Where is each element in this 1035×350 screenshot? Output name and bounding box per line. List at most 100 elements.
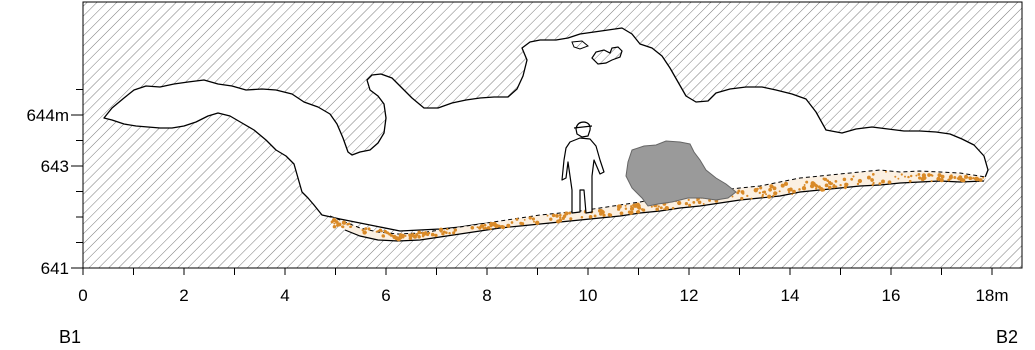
sediment-dot	[364, 231, 367, 234]
sediment-dot	[633, 203, 638, 207]
rock-pillar	[591, 46, 623, 65]
sediment-dot	[434, 233, 438, 238]
sediment-dot	[970, 177, 973, 180]
sediment-dot	[852, 175, 855, 178]
sediment-dot	[619, 211, 624, 216]
sediment-dot	[972, 177, 975, 179]
sediment-dot	[417, 230, 422, 235]
human-figure-scale-icon	[561, 121, 605, 214]
sediment-dot	[523, 218, 526, 221]
sediment-dot	[773, 191, 778, 196]
sediment-dot	[439, 229, 443, 233]
sediment-dot	[801, 186, 807, 191]
sediment-dot	[815, 184, 819, 188]
sediment-dot	[624, 204, 627, 207]
sediment-dot	[904, 175, 906, 178]
sediment-dot	[446, 227, 449, 231]
sediment-dot	[411, 232, 414, 236]
sediment-dot	[792, 189, 796, 194]
sediment-dot	[401, 233, 405, 238]
sediment-dot	[740, 196, 744, 201]
sediment-dot	[430, 232, 435, 237]
sediment-dot	[335, 220, 339, 224]
sediment-dot	[940, 174, 945, 179]
sediment-dot	[423, 231, 427, 235]
sediment-dot	[787, 191, 791, 194]
sediment-dot	[937, 173, 942, 178]
sediment-dot	[894, 175, 897, 178]
sediment-dot	[332, 224, 337, 229]
sediment-dot	[834, 180, 838, 183]
sediment-dot	[377, 229, 380, 232]
sediment-dot	[824, 183, 829, 188]
sediment-dot	[515, 217, 519, 221]
sediment-dot	[476, 226, 479, 229]
sediment-dot	[684, 201, 689, 206]
sediment-dot	[798, 188, 801, 191]
x-tick-label: 6	[381, 286, 390, 305]
x-tick-label: 12	[680, 286, 699, 305]
sediment-dot	[470, 226, 475, 230]
sediment-dot	[454, 228, 457, 231]
sediment-dot	[917, 172, 921, 176]
sediment-dot	[870, 178, 874, 182]
section-end-label: B2	[996, 327, 1018, 347]
sediment-dot	[746, 194, 749, 198]
sediment-dot	[333, 222, 336, 225]
sediment-dot	[783, 181, 789, 186]
sediment-dot	[844, 182, 849, 187]
sediment-dot	[820, 188, 825, 192]
sediment-dot	[659, 206, 663, 210]
sediment-dot	[489, 223, 492, 226]
sediment-dot	[842, 177, 847, 182]
sediment-dot	[688, 203, 692, 207]
sediment-dot	[663, 208, 666, 211]
sediment-dot	[844, 187, 847, 190]
sediment-dot	[558, 218, 563, 223]
sediment-dot	[768, 187, 772, 192]
sediment-dot	[881, 179, 885, 184]
sediment-dot	[635, 210, 639, 214]
sediment-dot	[608, 213, 613, 217]
sediment-dot	[908, 179, 912, 183]
sediment-dot	[697, 200, 702, 205]
x-tick-label: 0	[78, 286, 87, 305]
sediment-dot	[347, 222, 351, 225]
sediment-dot	[791, 193, 794, 196]
sediment-dot	[778, 190, 781, 193]
sediment-dot	[939, 178, 944, 183]
sediment-dot	[953, 176, 957, 179]
sediment-dot	[340, 225, 343, 228]
sediment-dot	[921, 179, 924, 181]
sediment-dot	[417, 235, 421, 239]
sediment-dot	[501, 225, 506, 230]
sediment-dot	[907, 175, 910, 179]
sediment-dot	[839, 183, 842, 187]
sediment-dot	[731, 195, 734, 198]
sediment-dot	[871, 183, 874, 187]
sediment-dot	[551, 213, 556, 218]
sediment-dot	[918, 176, 922, 180]
sediment-dot	[962, 179, 965, 182]
sediment-dot	[897, 177, 900, 180]
sediment-dot	[375, 230, 378, 233]
sediment-dot	[829, 182, 833, 186]
y-tick-label: 644m	[26, 106, 69, 125]
sediment-dot	[750, 197, 753, 200]
sediment-dot	[332, 217, 337, 223]
sediment-dot	[762, 190, 767, 194]
y-tick-label: 643	[41, 157, 69, 176]
sediment-dot	[533, 220, 535, 223]
sediment-dot	[947, 178, 951, 182]
sediment-dot	[343, 222, 346, 225]
sediment-dot	[702, 202, 705, 205]
cave-void	[103, 27, 989, 232]
sediment-dot	[482, 227, 486, 230]
sediment-dot	[828, 185, 832, 190]
sediment-dot	[655, 207, 659, 212]
sediment-dot	[767, 194, 772, 199]
sediment-dot	[823, 178, 827, 181]
sediment-dot	[361, 229, 364, 232]
sediment-dot	[772, 186, 777, 191]
